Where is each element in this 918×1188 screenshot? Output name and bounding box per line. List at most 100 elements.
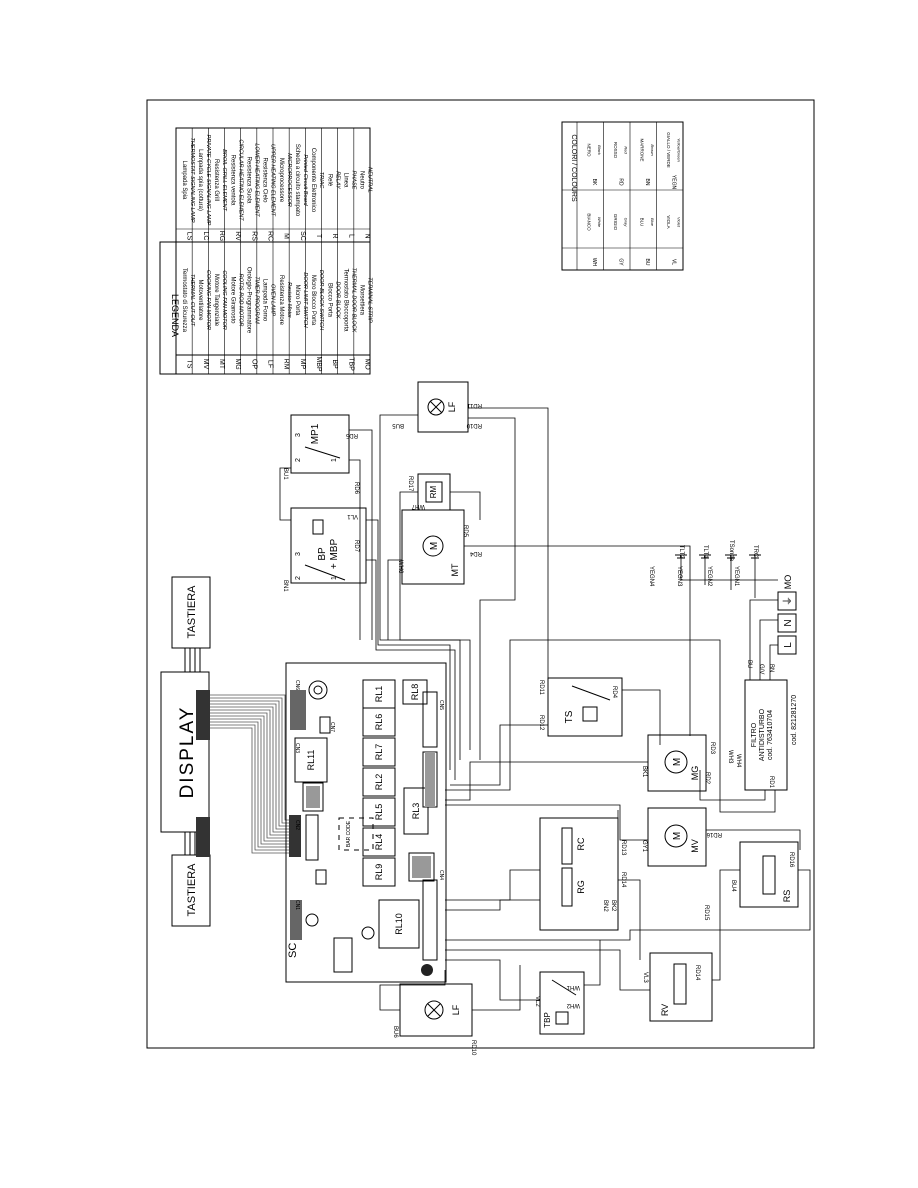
legend-italian: Lampada Spia (181, 161, 187, 200)
wire-rd7: RD7 (353, 540, 359, 553)
legend-italian: Componente Elettronico (310, 148, 316, 213)
color-code: WH (591, 258, 597, 267)
wire-wh7: WH7 (411, 503, 425, 509)
color-italian: GRIGIO (613, 214, 618, 231)
color-code: BK (591, 179, 597, 186)
legend-code: MBP (315, 356, 322, 372)
filter-box (744, 679, 788, 791)
tbp-label: TBP (543, 1012, 552, 1028)
legend-italian: Relè (326, 174, 332, 187)
wire-bu1: BU1 (282, 468, 288, 480)
connector-cn4: CN4 (438, 870, 444, 880)
legend-code: L (347, 234, 354, 238)
terminal-n-label: N (783, 619, 794, 626)
connector-cn6: CN6 (294, 680, 300, 690)
ground-icon: ⏚ (782, 596, 794, 606)
legend-code: TBP (347, 357, 354, 371)
wire-rd2: RD2 (704, 772, 710, 785)
wire-gy1: GY1 (641, 840, 647, 853)
svg-text:1: 1 (331, 458, 338, 462)
relay-label: RL3 (411, 803, 421, 820)
color-code: GY (617, 258, 623, 266)
relay-rl10 (378, 899, 420, 949)
wire-wh3: WH3 (727, 750, 733, 764)
legend-italian: Blocco Porta (326, 283, 332, 318)
bar-code-label: BAR CODE (346, 820, 352, 847)
legend-italian: Resistenza Cielo (262, 157, 268, 203)
wire-bn1: BN1 (282, 580, 288, 592)
color-italian: MARRONE (640, 138, 645, 161)
legend-italian: Resistenza ventola (229, 155, 235, 206)
wire-rd4: RD4 (469, 550, 482, 556)
wire-bu4: BU4 (730, 880, 736, 892)
legend-italian: Neutro (359, 171, 365, 190)
color-italian: GIALLO / VERDE (666, 132, 671, 168)
legend-code: R (331, 233, 338, 238)
color-english: Blue (650, 218, 655, 227)
color-english: Brown (650, 144, 655, 156)
legend-italian: Motoventilatore (197, 279, 203, 321)
relay-rl6 (362, 707, 396, 737)
mo-label: MO (783, 575, 793, 590)
legend-code: MP (299, 359, 306, 370)
legend-code: RM (283, 359, 290, 370)
legend-code: LS (186, 232, 193, 241)
connector-cn5: CN5 (438, 700, 444, 710)
legend-code: SC (299, 231, 306, 241)
color-english: Red (624, 146, 629, 154)
wire-tsonda: TSonda (728, 540, 734, 562)
rv-label: RV (660, 1004, 670, 1016)
relay-rl7 (362, 737, 396, 767)
legend-code: LF (266, 360, 273, 368)
svg-text:1: 1 (331, 576, 338, 580)
color-english: Violet (677, 217, 682, 228)
svg-text:3: 3 (295, 433, 302, 437)
wire-bn: BN (768, 664, 774, 672)
rs-label: RS (782, 890, 792, 903)
wire-rd14: RD14 (620, 872, 626, 888)
mp1-label: MP1 (310, 423, 321, 444)
wire-rd14b: RD14 (694, 965, 700, 981)
lamp-top-box (417, 381, 469, 433)
wire-bn2: BN2 (602, 900, 608, 912)
mbp-label: + MBP (329, 539, 340, 570)
legend-english: TERMINAL STRIP (367, 277, 373, 323)
wire-yegn1: YEGN1 (733, 566, 739, 587)
wire-rd11: RD11 (466, 402, 482, 408)
pcb-label: SC (287, 943, 299, 958)
svg-text:3: 3 (295, 552, 302, 556)
wire-trc: TRC (752, 545, 758, 558)
mv-label: MV (690, 839, 700, 853)
ts-label: TS (564, 710, 575, 723)
wire-gv: G/V (758, 664, 764, 674)
color-italian: BLU (640, 218, 645, 227)
color-english: Black (597, 145, 602, 156)
bp-box (290, 507, 367, 584)
legend-italian: Resistenza Grill (213, 159, 219, 201)
legend-code: RV (234, 231, 241, 241)
wire-wh6: WH6 (397, 560, 403, 574)
wire-bk2: BK2 (610, 900, 616, 912)
color-code: YEGN (670, 175, 676, 190)
wire-bu5: BU5 (392, 422, 404, 428)
legend-english: NEUTRAL (367, 167, 373, 193)
lamp-bottom-box (399, 983, 473, 1037)
legend-code: MG (234, 358, 241, 369)
color-english: White (597, 217, 602, 228)
wire-rd16b: RD16 (788, 852, 794, 868)
filter-line4: cod. 821281270 (791, 695, 798, 745)
color-italian: VIOLA (666, 215, 671, 228)
legend-italian: Linea (342, 173, 348, 188)
wire-bu: BU (746, 660, 752, 668)
wire-bk1: BK1 (641, 766, 647, 778)
rc-rg-box (539, 817, 619, 931)
filter-line2: ANTIDISTURBO (759, 708, 766, 761)
relay-label: RL5 (374, 804, 384, 821)
wire-rd10: RD10 (466, 422, 482, 428)
ts-box (547, 677, 623, 737)
legend-code: BP (331, 359, 338, 369)
keypad-top-label: TASTIERA (186, 585, 198, 639)
